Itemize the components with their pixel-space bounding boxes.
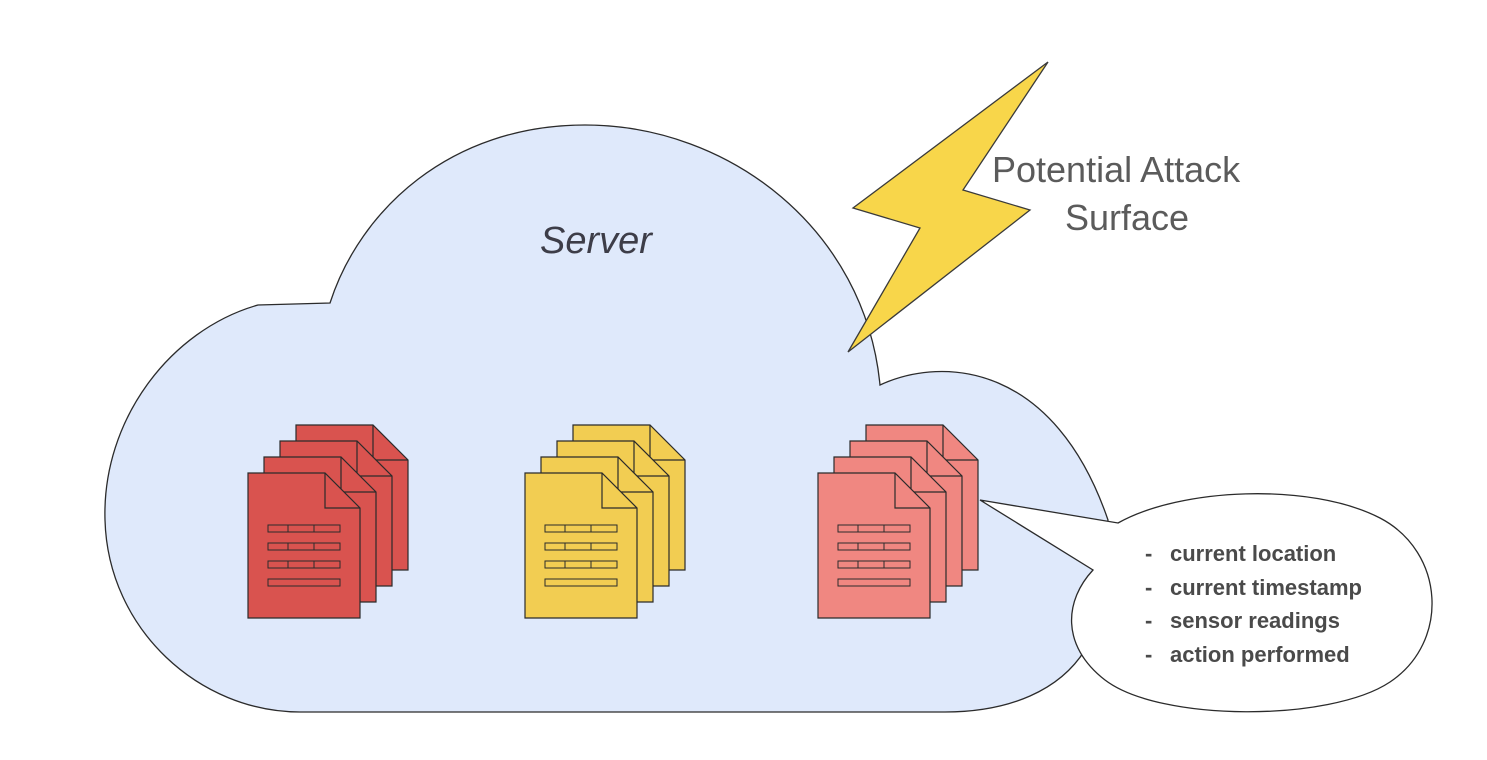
- document-stack-yellow: [524, 424, 686, 619]
- page-fold: [894, 473, 930, 509]
- lightning-icon: [847, 61, 1049, 353]
- text-line: [837, 524, 911, 533]
- document-stack-dark-red: [247, 424, 409, 619]
- attack-label-line-1: Potential Attack: [992, 149, 1241, 190]
- data-callout: [979, 493, 1433, 713]
- bullet-marker: -: [1145, 608, 1152, 633]
- page-fold: [324, 473, 360, 509]
- text-line: [544, 578, 618, 587]
- text-line: [837, 542, 911, 551]
- attack-label-line-2: Surface: [1065, 197, 1189, 238]
- text-line: [544, 524, 618, 533]
- bullet-marker: -: [1145, 541, 1152, 566]
- text-line: [267, 524, 341, 533]
- document-stacks: [247, 424, 979, 619]
- field-current-timestamp: current timestamp: [1170, 575, 1362, 600]
- document-icon: [524, 472, 638, 619]
- text-line: [544, 560, 618, 569]
- field-current-location: current location: [1170, 541, 1336, 566]
- field-action-performed: action performed: [1170, 642, 1350, 667]
- bullet-marker: -: [1145, 575, 1152, 600]
- attack-surface-label: Potential Attack Surface: [992, 149, 1250, 238]
- text-line: [837, 560, 911, 569]
- text-line: [267, 578, 341, 587]
- page-fold: [601, 473, 637, 509]
- field-sensor-readings: sensor readings: [1170, 608, 1340, 633]
- document-page: [524, 472, 638, 619]
- document-icon: [247, 472, 361, 619]
- text-line: [544, 542, 618, 551]
- server-label: Server: [540, 220, 653, 262]
- document-stack-salmon: [817, 424, 979, 619]
- text-line: [837, 578, 911, 587]
- data-field-list: - current location - current timestamp -…: [1145, 541, 1362, 667]
- document-icon: [817, 472, 931, 619]
- document-page: [247, 472, 361, 619]
- text-line: [267, 560, 341, 569]
- bullet-marker: -: [1145, 642, 1152, 667]
- text-line: [267, 542, 341, 551]
- document-page: [817, 472, 931, 619]
